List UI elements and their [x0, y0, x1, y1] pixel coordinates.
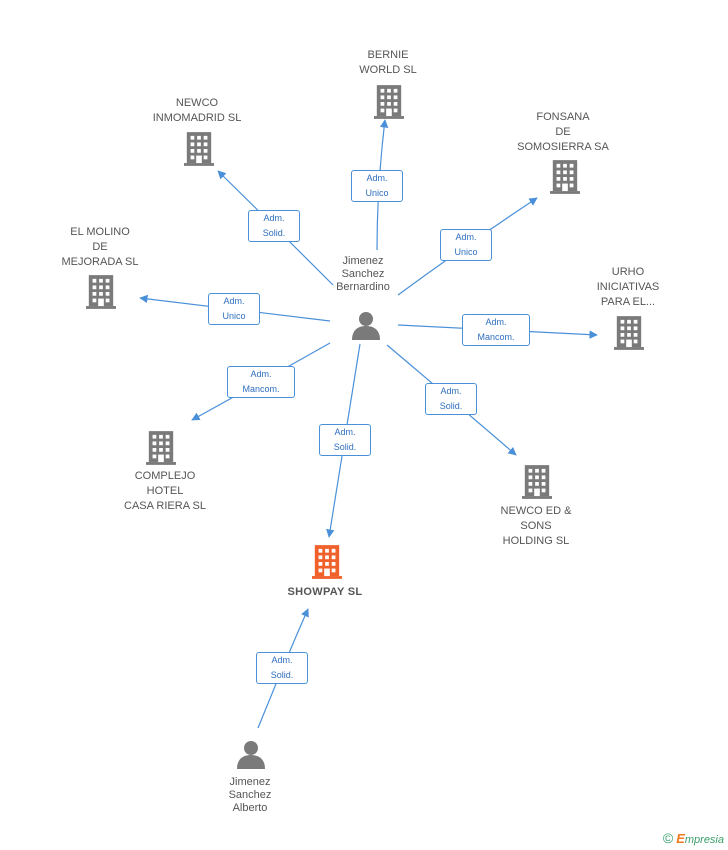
relation-label-fonsana[interactable]: Adm. Unico	[440, 229, 492, 261]
company-name-urho[interactable]: URHO INICIATIVAS PARA EL...	[596, 266, 660, 308]
relation-label-molino[interactable]: Adm. Unico	[208, 293, 260, 325]
company-name-newco_inmo[interactable]: NEWCO INMOMADRID SL	[152, 97, 242, 124]
building-icon[interactable]	[184, 132, 214, 166]
relation-label-showpay[interactable]: Adm. Solid.	[319, 424, 371, 456]
building-icon[interactable]	[614, 316, 644, 350]
person-icon[interactable]	[237, 741, 265, 769]
company-name-showpay[interactable]: SHOWPAY SL	[287, 586, 363, 598]
person-icon[interactable]	[352, 312, 380, 340]
building-icon[interactable]	[146, 431, 176, 465]
relation-label-showpay[interactable]: Adm. Solid.	[256, 652, 308, 684]
building-icon[interactable]	[550, 160, 580, 194]
company-name-fonsana[interactable]: FONSANA DE SOMOSIERRA SA	[517, 111, 609, 153]
copyright-icon: ©	[662, 830, 674, 846]
building-icon[interactable]	[312, 545, 342, 579]
building-icon[interactable]	[522, 465, 552, 499]
brand-footer: ©Empresia	[663, 830, 724, 846]
relation-label-newco_inmo[interactable]: Adm. Solid.	[248, 210, 300, 242]
relation-label-urho[interactable]: Adm. Mancom.	[462, 314, 530, 346]
company-name-complejo[interactable]: COMPLEJO HOTEL CASA RIERA SL	[124, 470, 206, 512]
brand-logo-initial: E	[676, 831, 685, 846]
person-name-alberto[interactable]: Jimenez Sanchez Alberto	[228, 776, 272, 814]
relation-label-newco_ed[interactable]: Adm. Solid.	[425, 383, 477, 415]
company-name-bernie[interactable]: BERNIE WORLD SL	[359, 49, 417, 76]
company-name-newco_ed[interactable]: NEWCO ED & SONS HOLDING SL	[500, 505, 572, 547]
person-name-bernardino[interactable]: Jimenez Sanchez Bernardino	[336, 255, 390, 293]
brand-logo-text: mpresia	[684, 834, 724, 846]
building-icon[interactable]	[374, 85, 404, 119]
company-name-molino[interactable]: EL MOLINO DE MEJORADA SL	[61, 226, 139, 268]
relation-label-complejo[interactable]: Adm. Mancom.	[227, 366, 295, 398]
building-icon[interactable]	[86, 275, 116, 309]
relation-label-bernie[interactable]: Adm. Unico	[351, 170, 403, 202]
